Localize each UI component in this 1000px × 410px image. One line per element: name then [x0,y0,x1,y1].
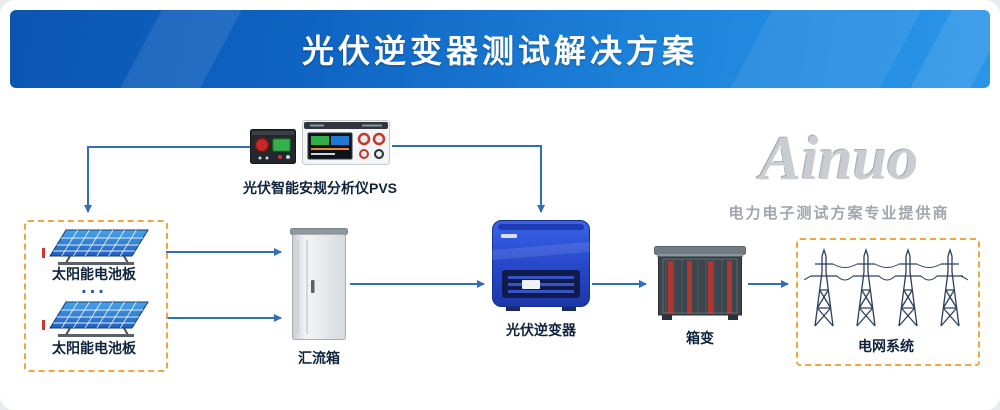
inverter-label: 光伏逆变器 [506,322,576,338]
pv-array-group [24,220,168,372]
analyzer-label: 光伏智能安规分析仪PVS [242,180,397,196]
brand-logo-text: Ainuo [759,125,919,193]
analyzer-image [250,118,392,170]
analyzer-screen-icon [302,120,390,165]
safety-tester-icon [250,129,296,164]
connector-analyzer-to-panels [84,146,252,213]
solar-panel-top-icon [42,229,149,265]
connector-analyzer-to-inverter [392,145,545,213]
banner: 光伏逆变器测试解决方案 [10,10,990,88]
grid-system-label: 电网系统 [858,338,914,354]
banner-decor-streak [715,10,935,88]
combiner-box-icon [290,228,348,340]
grid-system-group [796,238,980,366]
inverter-icon [492,220,590,311]
more-panels-ellipsis: ... [81,276,107,298]
solar-panel-bottom-icon [42,301,149,337]
brand-tagline: 电力电子测试方案专业提供商 [728,205,950,222]
solar-panel-bottom-label: 太阳能电池板 [52,340,136,356]
transformer-icon [654,246,746,320]
brand-watermark: Ainuo 电力电子测试方案专业提供商 [700,124,978,223]
combiner-box-label: 汇流箱 [298,350,340,366]
solar-panel-top-label: 太阳能电池板 [52,266,136,282]
page-title: 光伏逆变器测试解决方案 [301,33,698,69]
banner-decor-streak [105,10,255,88]
transformer-label: 箱变 [686,330,714,346]
tower [811,247,837,327]
grid-towers-icon [804,247,968,327]
